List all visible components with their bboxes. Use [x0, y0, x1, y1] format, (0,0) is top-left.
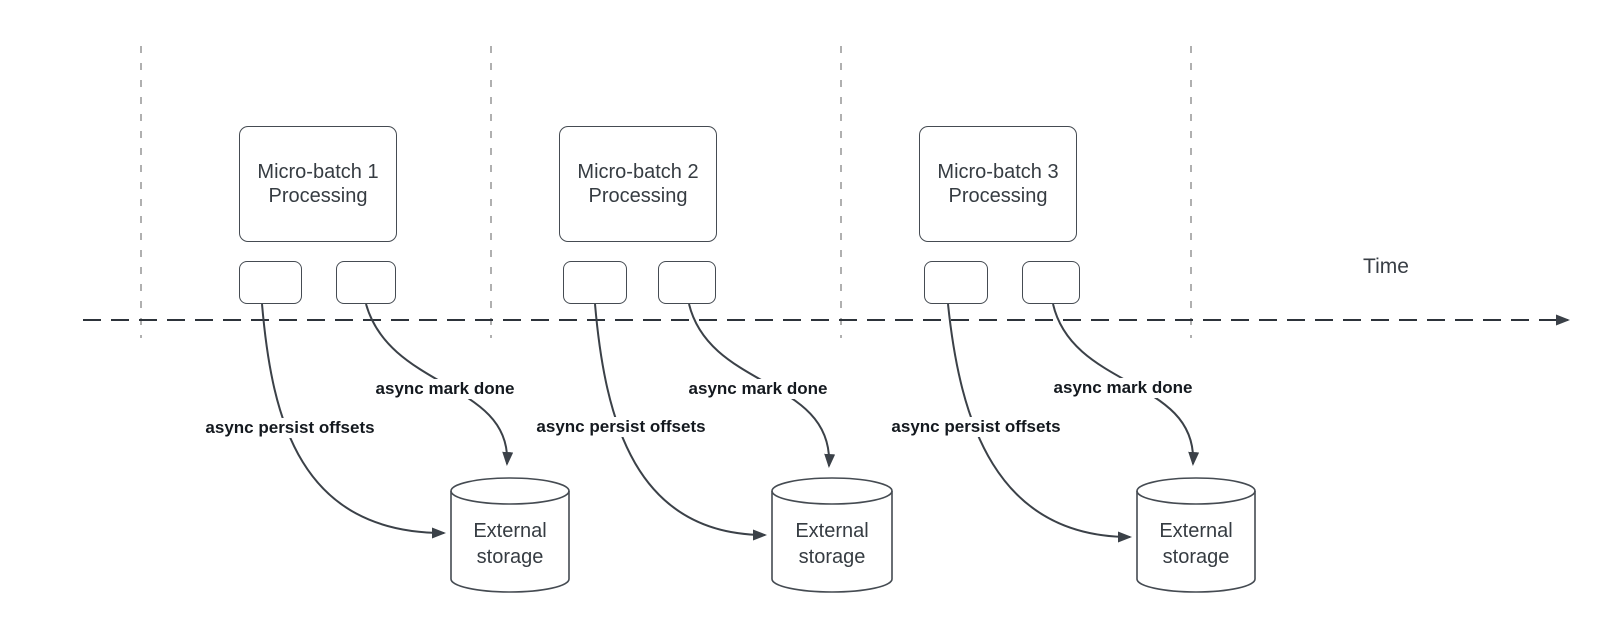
task-box-3a: [924, 261, 988, 304]
task-box-3b: [1022, 261, 1080, 304]
external-storage-2-line2: storage: [798, 546, 866, 568]
time-axis-label: Time: [1363, 255, 1409, 278]
task-box-2b: [658, 261, 716, 304]
persist-offsets-arrow-1: [261, 303, 446, 539]
external-storage-3-line2: storage: [1162, 546, 1230, 568]
task-box-1a: [239, 261, 302, 304]
micro-batch-1-label-line1: Micro-batch 1: [257, 161, 379, 183]
external-storage-label-3: External storage: [1136, 502, 1256, 586]
micro-batch-2-label-line1: Micro-batch 2: [577, 161, 699, 183]
persist-offsets-arrow-2: [594, 303, 767, 541]
persist-offsets-label-3: async persist offsets: [888, 417, 1064, 437]
external-storage-label-2: External storage: [772, 502, 892, 586]
micro-batch-3-label-line2: Processing: [948, 185, 1048, 207]
external-storage-2-line1: External: [795, 520, 869, 542]
persist-offsets-label-1: async persist offsets: [202, 418, 378, 438]
external-storage-3-line1: External: [1159, 520, 1233, 542]
micro-batch-2-processing-box: Micro-batch 2 Processing: [559, 126, 717, 242]
external-storage-label-1: External storage: [450, 502, 570, 586]
task-box-1b: [336, 261, 396, 304]
external-storage-1-line1: External: [473, 520, 547, 542]
micro-batch-1-processing-box: Micro-batch 1 Processing: [239, 126, 397, 242]
micro-batch-2-label-line2: Processing: [588, 185, 688, 207]
external-storage-cylinder-1: [450, 477, 570, 593]
mark-done-label-1: async mark done: [372, 379, 518, 399]
micro-batch-1-label-line2: Processing: [268, 185, 368, 207]
micro-batch-3-processing-box: Micro-batch 3 Processing: [919, 126, 1077, 242]
external-storage-1-line2: storage: [476, 546, 544, 568]
external-storage-cylinder-2: [771, 477, 893, 593]
external-storage-cylinder-3: [1136, 477, 1256, 593]
persist-offsets-label-2: async persist offsets: [533, 417, 709, 437]
mark-done-label-3: async mark done: [1050, 378, 1196, 398]
task-box-2a: [563, 261, 627, 304]
micro-batch-3-label-line1: Micro-batch 3: [937, 161, 1059, 183]
persist-offsets-arrow-3: [947, 303, 1132, 543]
mark-done-label-2: async mark done: [685, 379, 831, 399]
